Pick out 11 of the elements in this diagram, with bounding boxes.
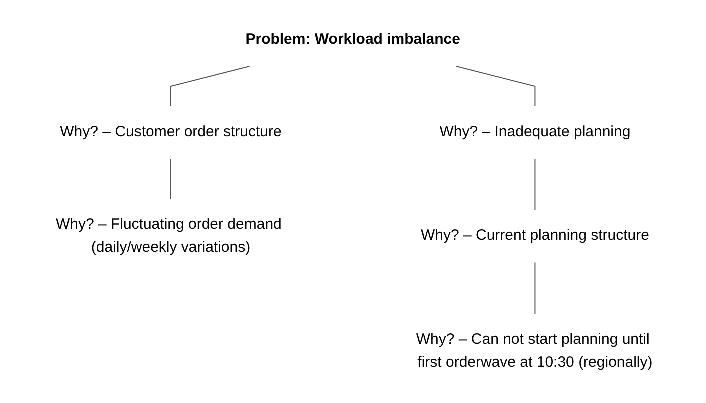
node-text: Why? – Customer order structure (60, 123, 282, 140)
connector (534, 158, 536, 211)
node-text: Problem: Workload imbalance (246, 31, 460, 48)
node-text: Why? – Current planning structure (420, 227, 650, 244)
connector (534, 262, 536, 314)
connector (170, 158, 172, 200)
node-text: Why? – Can not start planning until first orderwave at 10:30 (regionally) (416, 330, 653, 370)
node-text: Why? – Inadequate planning (440, 123, 631, 140)
connector (170, 66, 250, 107)
connector (456, 66, 536, 107)
node-text: Why? – Fluctuating order demand (daily/weekly variations) (56, 216, 282, 256)
